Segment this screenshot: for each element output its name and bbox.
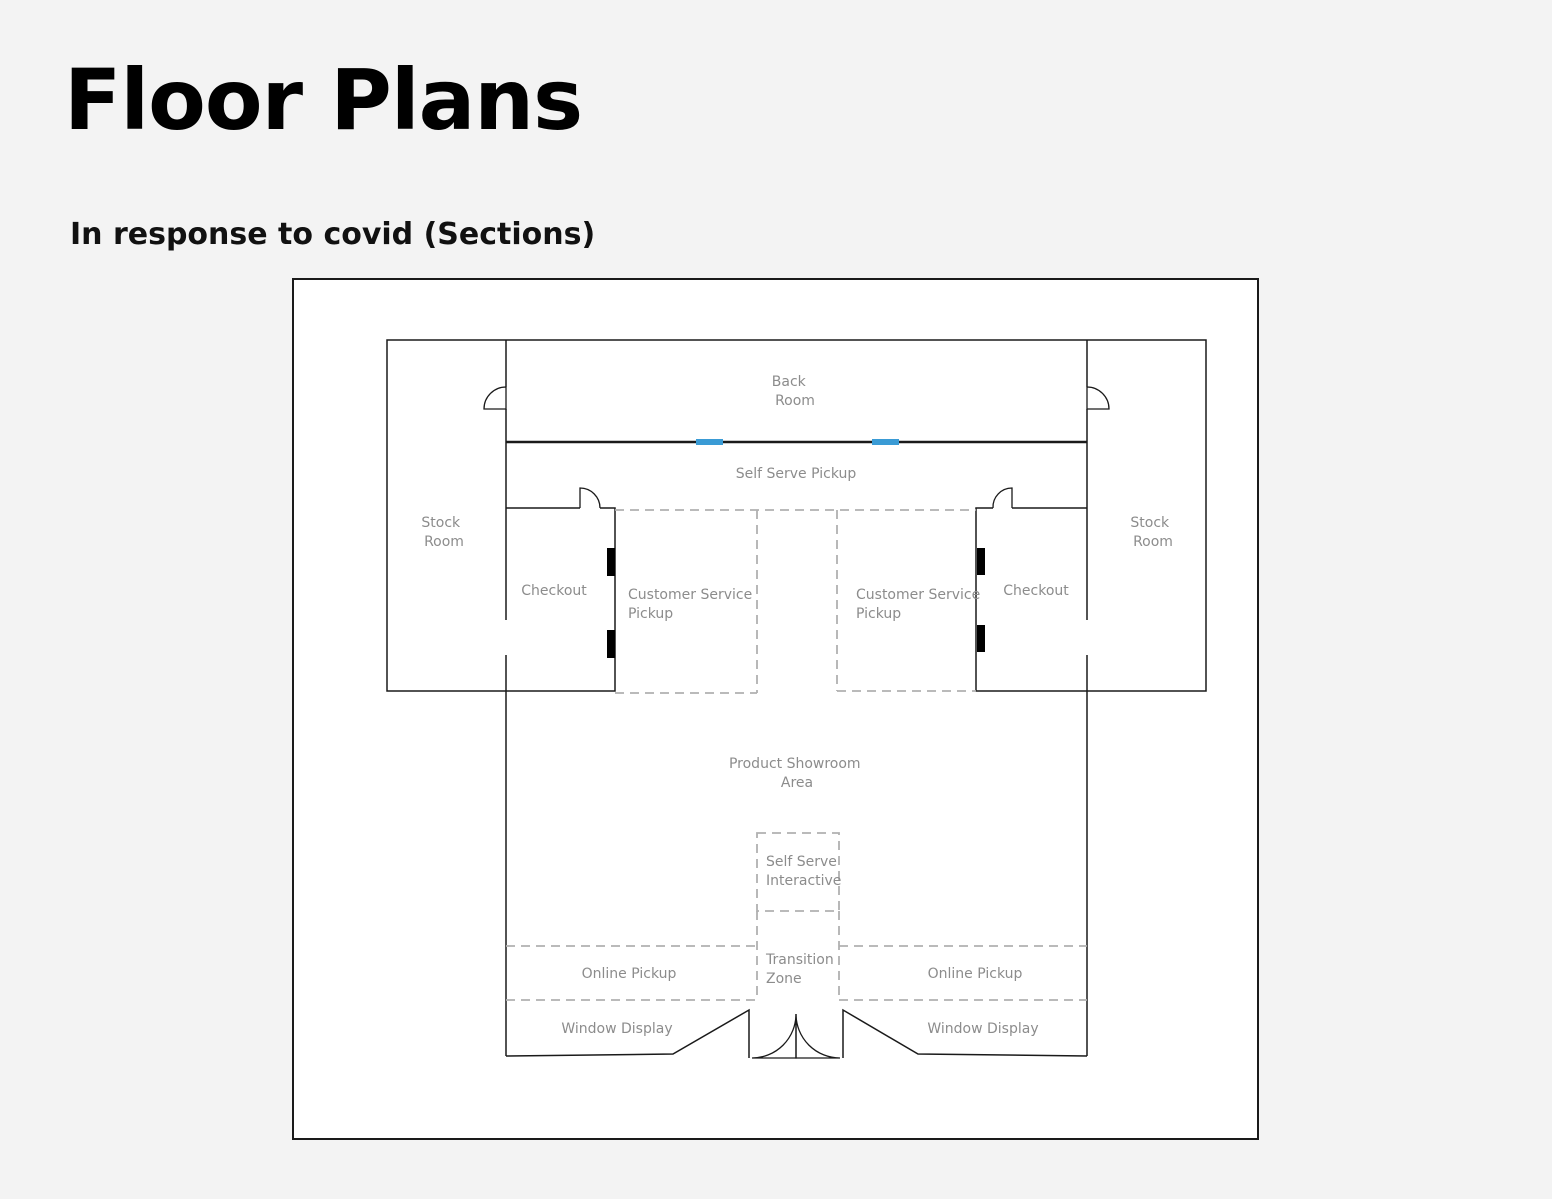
- stock-room-left-wall: [386, 339, 506, 692]
- label-stock-room-right: Stock Room: [1130, 515, 1173, 550]
- checkout-right-wall: [975, 507, 1087, 692]
- plan-frame: [292, 278, 1259, 1140]
- page-subtitle: In response to covid (Sections): [70, 217, 596, 252]
- stock-room-right-wall: [1087, 339, 1207, 692]
- label-checkout-right: Checkout: [1003, 583, 1069, 599]
- label-self-serve-pickup: Self Serve Pickup: [736, 466, 857, 482]
- page-title: Floor Plans: [64, 51, 583, 149]
- label-window-display-right: Window Display: [927, 1021, 1038, 1037]
- label-online-pickup-right: Online Pickup: [928, 966, 1023, 982]
- counter-right-2: [977, 625, 985, 652]
- dash-self-serve-interactive: [756, 832, 840, 912]
- label-transition-zone: Transition Zone: [765, 952, 838, 987]
- label-online-pickup-left: Online Pickup: [582, 966, 677, 982]
- label-customer-service-right: Customer Service Pickup: [856, 587, 985, 622]
- walls: [386, 339, 1207, 1058]
- door-back-room-right: [1086, 386, 1110, 410]
- pickup-locker-left: [696, 439, 723, 445]
- label-checkout-left: Checkout: [521, 583, 587, 599]
- front-wall-right: [842, 1008, 1088, 1058]
- pickup-locker-right: [872, 439, 899, 445]
- door-entrance-right: [795, 1013, 841, 1059]
- checkout-left-wall-right: [506, 507, 616, 692]
- door-checkout-left: [579, 487, 601, 509]
- front-wall-left: [505, 1008, 750, 1058]
- counter-left-2: [607, 630, 615, 658]
- counter-left-1: [607, 548, 615, 576]
- label-self-serve-interactive: Self Serve Interactive: [766, 854, 841, 889]
- label-product-showroom: Product Showroom Area: [729, 756, 865, 791]
- counter-right-1: [977, 548, 985, 575]
- door-swings: [483, 386, 1110, 1059]
- label-customer-service-left: Customer Service Pickup: [628, 587, 757, 622]
- label-stock-room-left: Stock Room: [421, 515, 464, 550]
- room-labels: Back Room Self Serve Pickup Stock Room S…: [421, 374, 1173, 1037]
- checkout-counters: [607, 548, 985, 658]
- door-back-room-left: [483, 386, 507, 410]
- label-window-display-left: Window Display: [561, 1021, 672, 1037]
- dashed-partitions: [506, 509, 1087, 1001]
- label-back-room: Back Room: [772, 374, 815, 409]
- door-checkout-right: [992, 487, 1013, 509]
